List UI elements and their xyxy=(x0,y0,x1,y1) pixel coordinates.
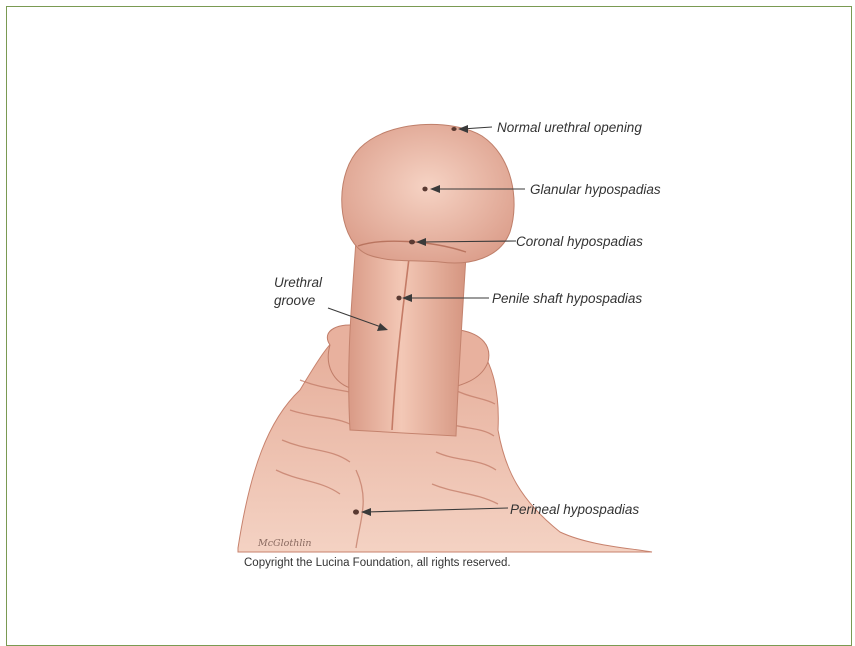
label-normal-urethral-opening: Normal urethral opening xyxy=(497,120,642,135)
label-urethral-groove-line2: groove xyxy=(274,293,315,308)
artist-signature: McGlothlin xyxy=(257,538,312,549)
copyright-notice: Copyright the Lucina Foundation, all rig… xyxy=(244,557,511,569)
penile-shaft-dot xyxy=(396,296,401,301)
label-urethral-groove-line1: Urethral xyxy=(274,275,323,290)
glanular-dot xyxy=(422,187,427,192)
perineal-dot xyxy=(353,509,359,514)
coronal-dot xyxy=(409,240,415,245)
label-perineal-hypospadias: Perineal hypospadias xyxy=(510,502,639,517)
label-glanular-hypospadias: Glanular hypospadias xyxy=(530,182,661,197)
normal-opening-dot xyxy=(451,127,456,131)
label-coronal-hypospadias: Coronal hypospadias xyxy=(516,234,643,249)
label-penile-shaft-hypospadias: Penile shaft hypospadias xyxy=(492,291,642,306)
